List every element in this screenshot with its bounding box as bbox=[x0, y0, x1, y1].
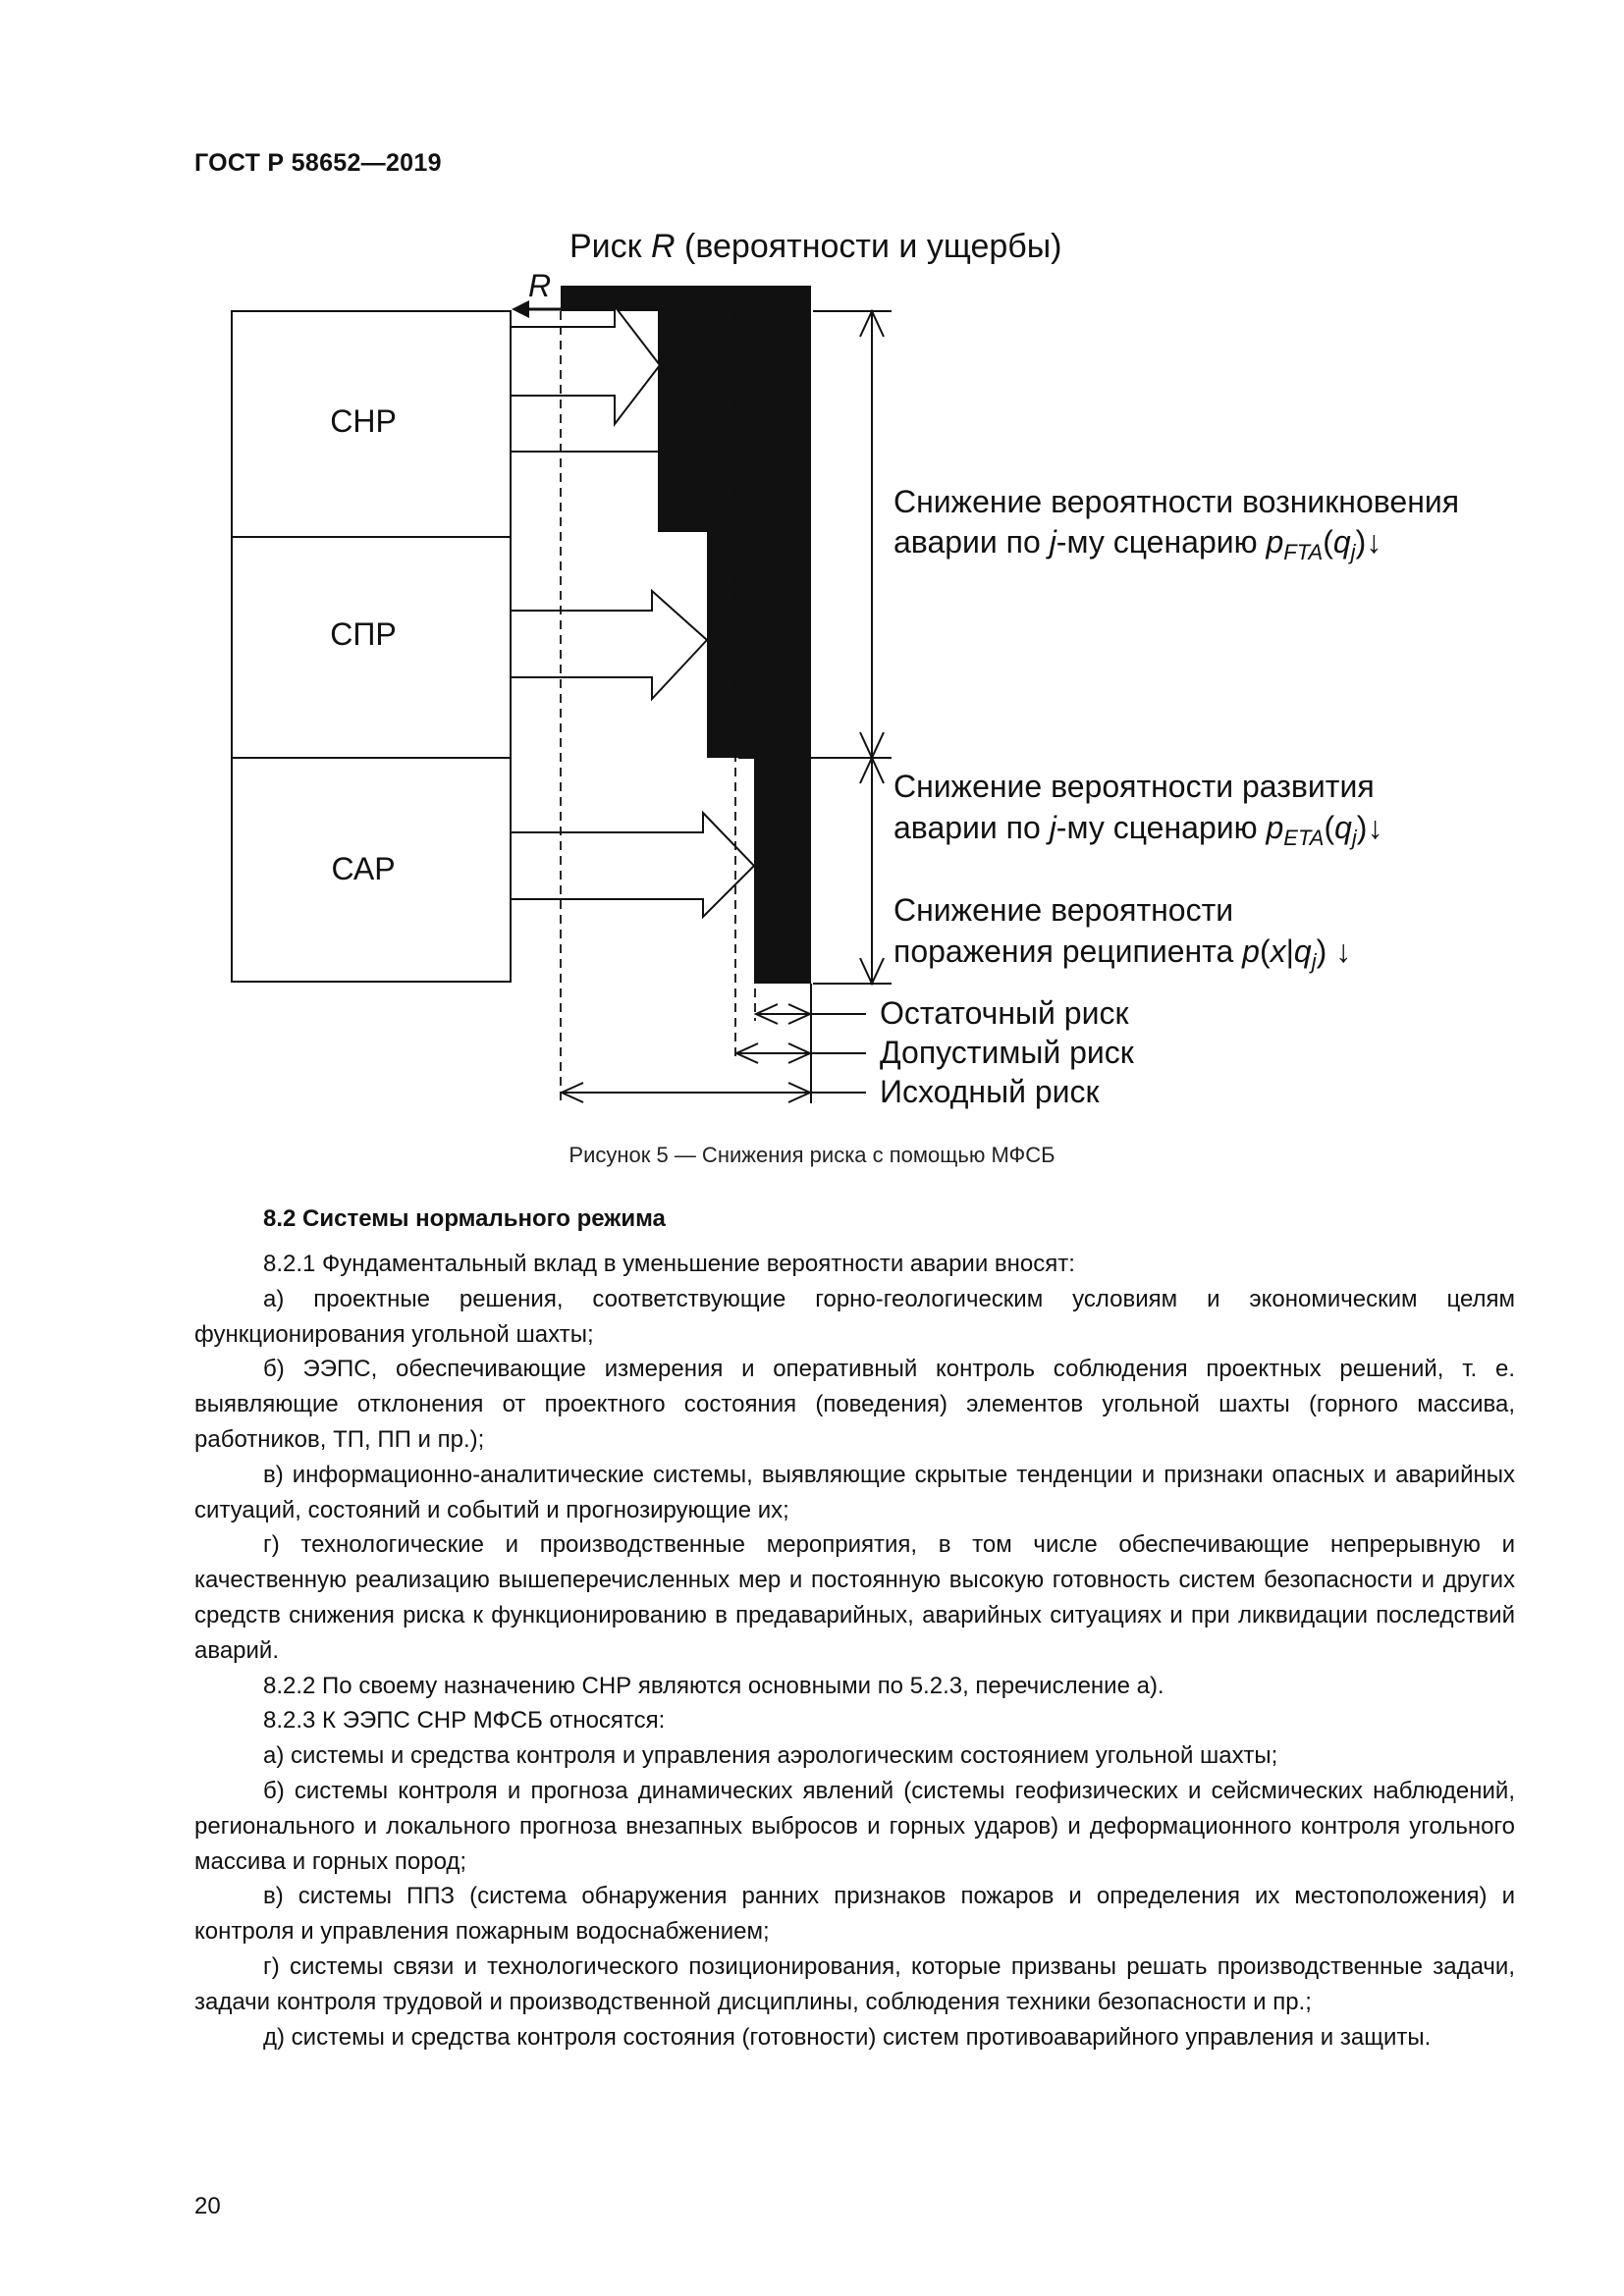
annotation-fta-line2: аварии по j-му сценарию pFTA(qj)↓ bbox=[893, 524, 1381, 564]
dimension-arrow-bottom bbox=[859, 957, 885, 987]
document-header: ГОСТ Р 58652—2019 bbox=[194, 149, 442, 177]
figure-caption: Рисунок 5 — Снижения риска с помощью МФС… bbox=[568, 1143, 1056, 1167]
bar-snr-level bbox=[658, 311, 811, 532]
box-snr bbox=[231, 310, 512, 538]
paragraph: 8.2.2 По своему назначению СНР являются … bbox=[263, 1672, 1164, 1699]
r-label: R bbox=[528, 268, 551, 303]
paragraph: д) системы и средства контроля состояния… bbox=[263, 2023, 1432, 2051]
paragraph: а) системы и средства контроля и управле… bbox=[263, 1742, 1278, 1770]
dimension-arrow-mid-down bbox=[859, 755, 885, 784]
bar-sar-level bbox=[754, 758, 811, 984]
body-text: 8.2.1 Фундаментальный вклад в уменьшение… bbox=[194, 1247, 1515, 2055]
annotation-fta-line1: Снижение вероятности возникновения bbox=[893, 484, 1459, 519]
legend-acceptable-risk: Допустимый риск bbox=[880, 1035, 1135, 1070]
arrow-snr bbox=[510, 303, 662, 427]
paragraph: 8.2.1 Фундаментальный вклад в уменьшение… bbox=[263, 1251, 1075, 1277]
residual-arrow-left bbox=[753, 1003, 779, 1025]
paragraph: б) ЭЭПС, обеспечивающие измерения и опер… bbox=[194, 1356, 1515, 1453]
box-sar bbox=[231, 757, 512, 983]
annotation-eta-line2: аварии по j-му сценарию pETA(qj)↓ bbox=[893, 810, 1382, 850]
initial-risk-bar bbox=[561, 286, 811, 311]
annotation-eta-line1: Снижение вероятности развития bbox=[893, 769, 1375, 804]
annotation-recipient-line1: Снижение вероятности bbox=[893, 892, 1233, 928]
arrow-spr-drawn bbox=[510, 588, 709, 702]
section-title: 8.2 Системы нормального режима bbox=[263, 1205, 666, 1232]
paragraph: а) проектные решения, соответствующие го… bbox=[194, 1285, 1515, 1348]
bar-spr-level bbox=[707, 532, 811, 758]
r-arrowhead bbox=[512, 300, 529, 318]
initial-arrow-left bbox=[559, 1082, 584, 1103]
paragraph: 8.2.3 К ЭЭПС СНР МФСБ относятся: bbox=[263, 1707, 666, 1735]
paragraph: г) технологические и производственные ме… bbox=[194, 1531, 1515, 1664]
box-label-spr: СПР bbox=[330, 616, 396, 652]
acceptable-arrow-left bbox=[733, 1042, 759, 1064]
arrow-spr-outline bbox=[511, 452, 658, 537]
arrow-sar-drawn bbox=[510, 810, 756, 920]
paragraph: б) системы контроля и прогноза динамичес… bbox=[194, 1777, 1515, 1875]
risk-reduction-figure: Риск R (вероятности и ущербы) R СНР СПР … bbox=[231, 228, 1459, 1109]
figure-title: Риск R (вероятности и ущербы) bbox=[569, 228, 1062, 265]
box-label-sar: САР bbox=[331, 851, 395, 886]
paragraph: г) системы связи и технологического пози… bbox=[194, 1952, 1515, 2015]
paragraph: в) системы ППЗ (система обнаружения ранн… bbox=[194, 1883, 1515, 1946]
annotation-recipient-line2: поражения реципиента p(x|qj) ↓ bbox=[893, 934, 1351, 974]
page-number: 20 bbox=[194, 2193, 221, 2219]
legend-residual-risk: Остаточный риск bbox=[880, 995, 1129, 1031]
dimension-arrow-top bbox=[859, 308, 885, 338]
box-label-snr: СНР bbox=[330, 403, 397, 439]
legend-initial-risk: Исходный риск bbox=[880, 1074, 1101, 1109]
paragraph: в) информационно-аналитические системы, … bbox=[194, 1461, 1515, 1523]
